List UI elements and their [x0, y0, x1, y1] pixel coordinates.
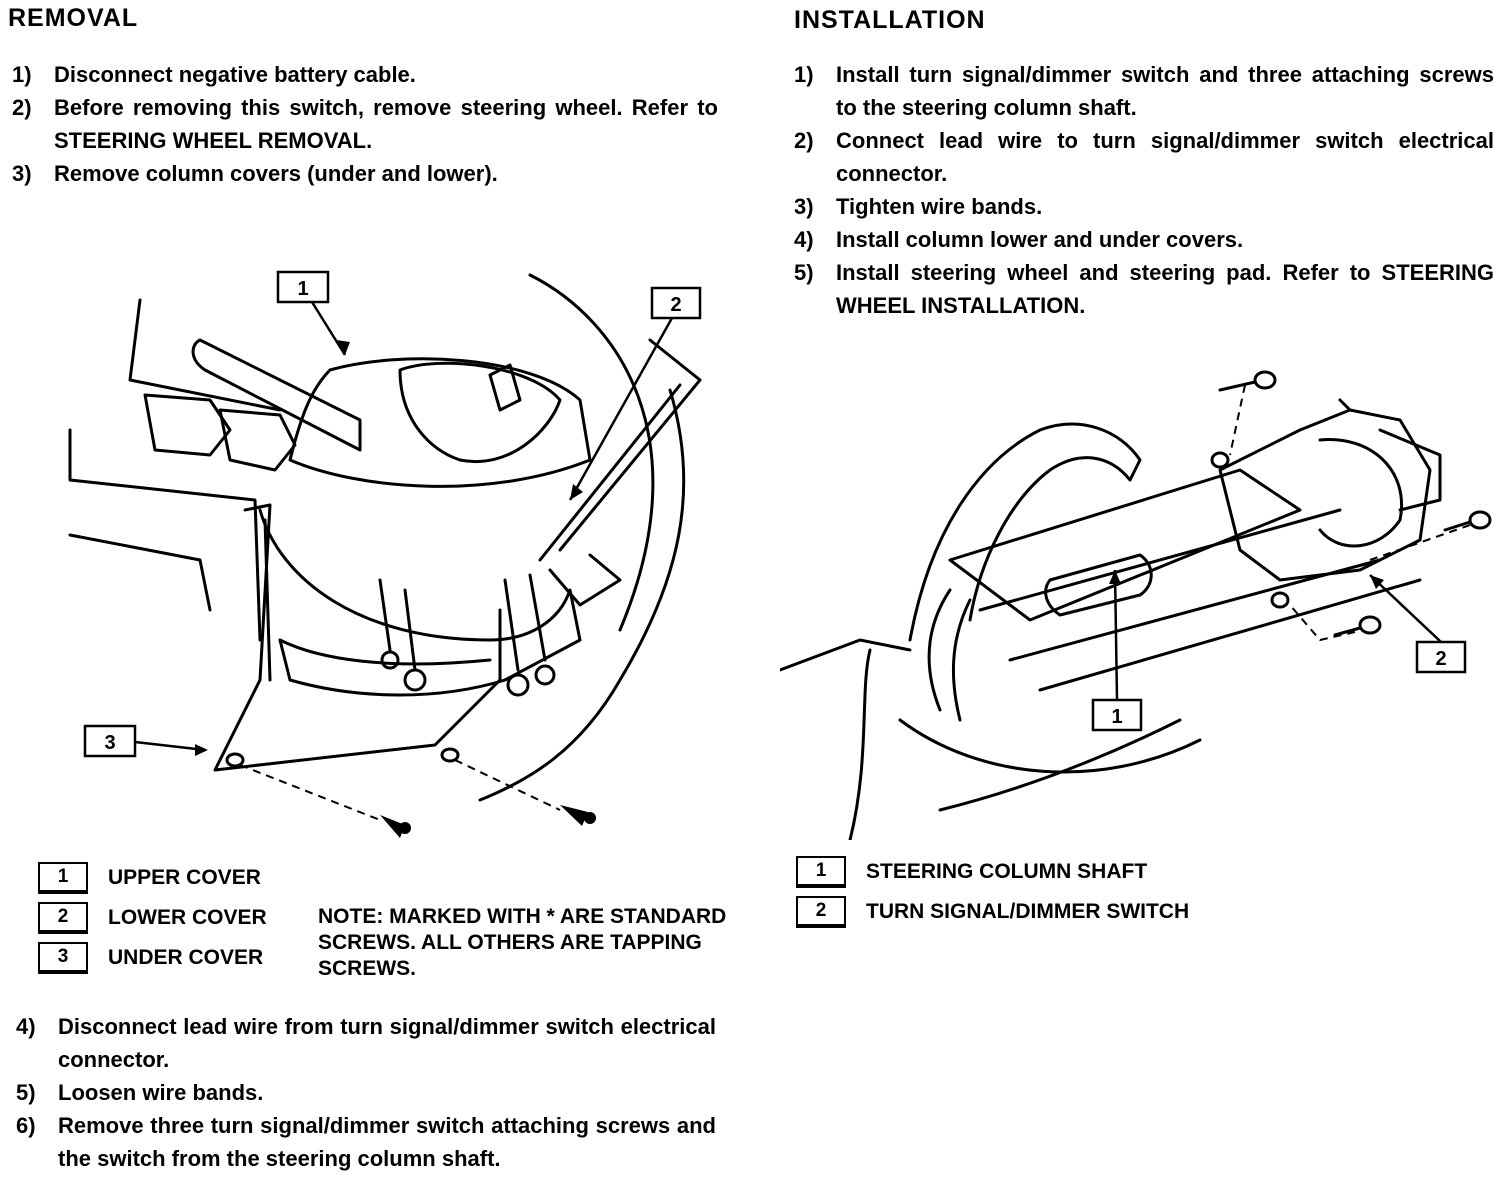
step-text: Connect lead wire to turn signal/dimmer … [836, 128, 1494, 186]
screw-note: NOTE: MARKED WITH * ARE STANDARD SCREWS.… [318, 905, 727, 980]
list-item: 4) Disconnect lead wire from turn signal/… [16, 1010, 716, 1076]
installation-legend: 1 STEERING COLUMN SHAFT 2 TURN SIGNAL/DIMM… [796, 852, 1189, 932]
step-text: Disconnect negative battery cable. [54, 62, 416, 87]
list-item: 1) Disconnect negative battery cable. [12, 58, 718, 91]
list-item: 6) Remove three turn signal/dimmer switch… [16, 1109, 716, 1175]
step-text: Install steering wheel and steering pad.… [836, 260, 1494, 318]
callout-label-steering-column-shaft: 1 [1111, 706, 1122, 728]
list-item: 5) Install steering wheel and steering pa… [794, 256, 1494, 322]
step-text: Before removing this switch, remove stee… [54, 95, 718, 153]
step-number: 6) [16, 1113, 36, 1138]
removal-steps-list-continued: 4) Disconnect lead wire from turn signal/… [16, 1010, 716, 1175]
installation-illustration: 1 2 [780, 370, 1492, 840]
legend-number: 1 [796, 856, 846, 888]
step-number: 1) [12, 62, 32, 87]
removal-legend: 1 UPPER COVER 2 LOWER COVER 3 UNDER COVER [38, 858, 267, 978]
removal-heading: REMOVAL [8, 4, 139, 32]
step-text: Loosen wire bands. [58, 1080, 264, 1105]
legend-item: 2 TURN SIGNAL/DIMMER SWITCH [796, 892, 1189, 932]
legend-item: 1 STEERING COLUMN SHAFT [796, 852, 1189, 892]
step-number: 5) [16, 1080, 36, 1105]
step-number: 2) [794, 128, 814, 153]
removal-illustration: 1 2 3 [68, 270, 702, 838]
legend-label: STEERING COLUMN SHAFT [866, 860, 1148, 883]
list-item: 1) Install turn signal/dimmer switch and … [794, 58, 1494, 124]
list-item: 3) Tighten wire bands. [794, 190, 1494, 223]
step-number: 5) [794, 260, 814, 285]
step-number: 3) [12, 161, 32, 186]
callout-box [650, 286, 702, 320]
step-number: 1) [794, 62, 814, 87]
legend-number: 3 [38, 942, 88, 974]
list-item: 2) Before removing this switch, remove st… [12, 91, 718, 157]
installation-heading: INSTALLATION [794, 6, 986, 34]
callout-label-under-cover: 3 [104, 732, 115, 754]
legend-label: TURN SIGNAL/DIMMER SWITCH [866, 900, 1190, 923]
step-text: Install turn signal/dimmer switch and th… [836, 62, 1494, 120]
legend-item: 1 UPPER COVER [38, 858, 267, 898]
step-number: 2) [12, 95, 32, 120]
step-number: 4) [16, 1014, 36, 1039]
legend-label: LOWER COVER [108, 906, 267, 929]
step-number: 4) [794, 227, 814, 252]
step-text: Remove column covers (under and lower). [54, 161, 498, 186]
list-item: 5) Loosen wire bands. [16, 1076, 716, 1109]
callout-label-turn-signal-switch: 2 [1435, 648, 1446, 670]
legend-number: 1 [38, 862, 88, 894]
legend-label: UNDER COVER [108, 946, 264, 969]
installation-steps-list: 1) Install turn signal/dimmer switch and … [794, 58, 1494, 322]
callout-label-upper-cover: 1 [297, 278, 308, 300]
legend-item: 3 UNDER COVER [38, 938, 267, 978]
callout-box [276, 270, 330, 304]
list-item: 2) Connect lead wire to turn signal/dimme… [794, 124, 1494, 190]
legend-number: 2 [796, 896, 846, 928]
removal-steps-list: 1) Disconnect negative battery cable. 2) B… [12, 58, 718, 190]
step-text: Tighten wire bands. [836, 194, 1043, 219]
callout-label-lower-cover: 2 [670, 294, 681, 316]
list-item: 3) Remove column covers (under and lower)… [12, 157, 718, 190]
step-text: Disconnect lead wire from turn signal/di… [58, 1014, 716, 1072]
legend-label: UPPER COVER [108, 866, 261, 889]
legend-number: 2 [38, 902, 88, 934]
step-text: Install column lower and under covers. [836, 227, 1244, 252]
legend-item: 2 LOWER COVER [38, 898, 267, 938]
step-number: 3) [794, 194, 814, 219]
callout-box [83, 724, 137, 758]
list-item: 4) Install column lower and under covers. [794, 223, 1494, 256]
step-text: Remove three turn signal/dimmer switch a… [58, 1113, 716, 1171]
